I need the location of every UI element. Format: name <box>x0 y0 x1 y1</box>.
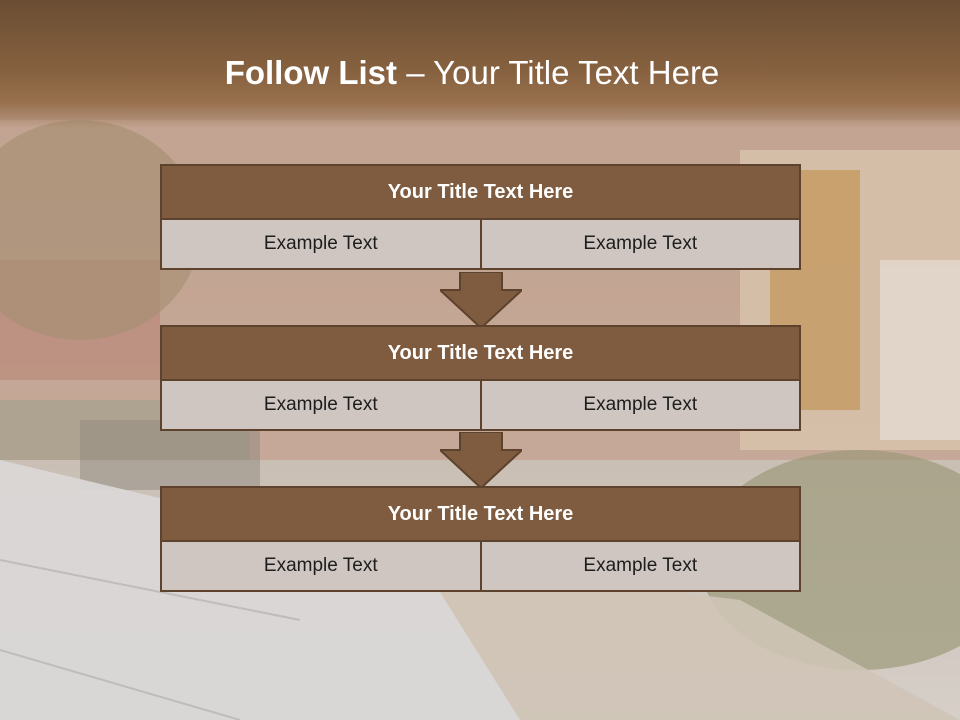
list-block-1: Your Title Text Here Example Text Exampl… <box>160 164 801 270</box>
title-band <box>0 0 960 128</box>
block-cell-left: Example Text <box>160 220 482 270</box>
block-cell-left: Example Text <box>160 542 482 592</box>
slide-title-bold: Follow List <box>224 54 398 91</box>
list-block-3: Your Title Text Here Example Text Exampl… <box>160 486 801 592</box>
block-title: Your Title Text Here <box>160 164 801 220</box>
slide-title: Follow List – Your Title Text Here <box>0 54 944 92</box>
slide-title-rest: – Your Title Text Here <box>397 54 720 91</box>
block-cell-right: Example Text <box>481 381 801 431</box>
list-block-2: Your Title Text Here Example Text Exampl… <box>160 325 801 431</box>
block-cell-right: Example Text <box>481 220 801 270</box>
block-title: Your Title Text Here <box>160 486 801 542</box>
block-cell-left: Example Text <box>160 381 482 431</box>
block-row: Example Text Example Text <box>160 381 801 431</box>
down-arrow-icon <box>440 272 522 330</box>
block-cell-right: Example Text <box>481 542 801 592</box>
down-arrow-icon <box>440 432 522 490</box>
block-row: Example Text Example Text <box>160 220 801 270</box>
block-row: Example Text Example Text <box>160 542 801 592</box>
block-title: Your Title Text Here <box>160 325 801 381</box>
